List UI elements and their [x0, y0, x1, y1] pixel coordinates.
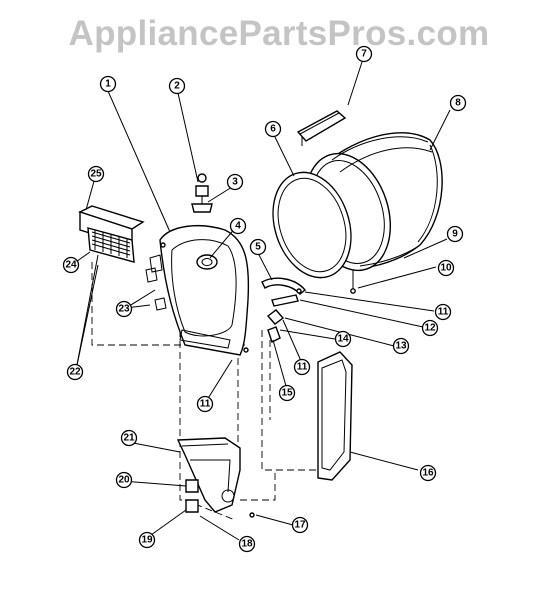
callout-12: 12 [421, 319, 439, 337]
callout-label: 15 [281, 388, 293, 399]
callout-label: 2 [174, 81, 180, 92]
lint-filter-assembly [78, 205, 145, 263]
callout-19: 19 [138, 531, 156, 549]
drum-top-bracket [296, 110, 347, 146]
callout-10: 10 [437, 259, 455, 277]
callout-17: 17 [291, 516, 309, 534]
drum-seal-ring [272, 171, 352, 279]
callout-labels: 1 2 3 4 5 6 7 8 9 10 11 12 13 14 11 15 1… [62, 45, 467, 553]
callout-label: 22 [69, 367, 81, 378]
callout-5: 5 [249, 238, 267, 256]
callout-label: 17 [294, 520, 306, 531]
callout-label: 10 [440, 263, 452, 274]
callout-label: 6 [270, 124, 276, 135]
front-panel-screw [191, 173, 213, 213]
front-bulkhead [145, 225, 250, 356]
callout-label: 13 [395, 341, 407, 352]
watermark-text: AppliancePartsPros.com [68, 14, 490, 53]
callout-4: 4 [229, 217, 247, 235]
callout-label: 11 [297, 362, 308, 373]
callout-label: 8 [455, 98, 461, 109]
callout-18: 18 [238, 535, 256, 553]
callout-label: 19 [141, 535, 153, 546]
callout-label: 5 [255, 242, 261, 253]
callout-25: 25 [87, 165, 105, 183]
callout-label: 1 [105, 79, 111, 90]
callout-label: 24 [65, 260, 77, 271]
callout-3: 3 [226, 173, 244, 191]
callout-13: 13 [392, 337, 410, 355]
callout-label: 20 [118, 475, 130, 486]
callout-1: 1 [99, 75, 117, 93]
callout-20: 20 [115, 471, 133, 489]
callout-label: 9 [452, 229, 458, 240]
callout-21: 21 [120, 429, 138, 447]
callout-7: 7 [355, 45, 373, 63]
callout-label: 18 [241, 539, 253, 550]
callout-label: 11 [200, 399, 211, 410]
blower-duct-assembly [176, 437, 255, 518]
callout-9: 9 [446, 225, 464, 243]
callout-2: 2 [168, 77, 186, 95]
drum-fasteners [350, 270, 356, 294]
callout-8: 8 [449, 94, 467, 112]
callout-11a: 11 [434, 303, 452, 321]
callout-22: 22 [66, 363, 84, 381]
callout-23: 23 [115, 300, 133, 318]
bearing-and-clips [261, 277, 306, 343]
callout-11c: 11 [196, 395, 214, 413]
callout-15: 15 [278, 384, 296, 402]
callout-label: 21 [123, 433, 135, 444]
callout-16: 16 [419, 464, 437, 482]
callout-label: 3 [232, 177, 238, 188]
callout-label: 12 [424, 323, 436, 334]
callout-label: 23 [118, 304, 130, 315]
callout-label: 4 [235, 221, 241, 232]
callout-24: 24 [62, 256, 80, 274]
callout-label: 11 [438, 307, 449, 318]
exhaust-duct-panel [317, 351, 353, 481]
callout-6: 6 [264, 120, 282, 138]
callout-label: 16 [422, 468, 434, 479]
callout-11b: 11 [293, 358, 311, 376]
callout-label: 7 [361, 49, 367, 60]
callout-14: 14 [334, 330, 352, 348]
callout-label: 25 [90, 169, 102, 180]
callout-label: 14 [337, 334, 349, 345]
leader-lines [72, 61, 451, 541]
